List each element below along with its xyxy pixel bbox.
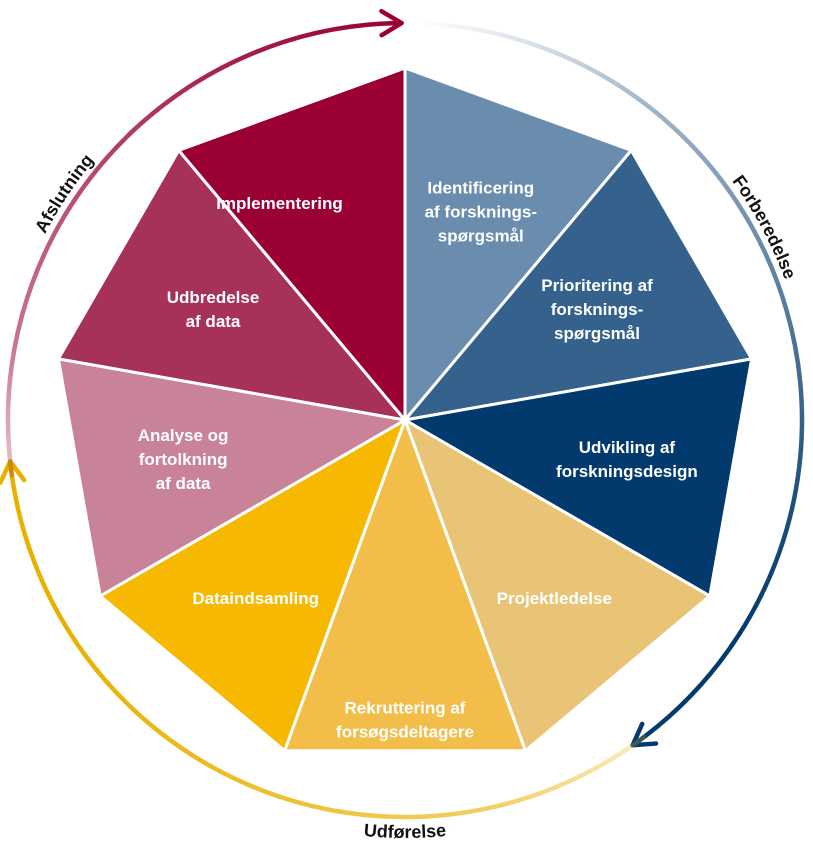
wedge-label-line: af forsknings-	[425, 203, 537, 222]
wedge-label-line: spørgsmål	[438, 227, 524, 246]
phase-arrowhead-2	[379, 8, 404, 38]
phase-arc-2	[5, 20, 404, 478]
wedge-label-2: Udvikling af forskningsdesign	[556, 438, 698, 481]
wedge-label-5: Dataindsamling	[192, 589, 319, 608]
wedge-label-6: Analyse og fortolkning af data	[138, 426, 229, 493]
wedge-label-7: Udbredelse af data	[167, 288, 260, 331]
wedge-label-line: Rekruttering af	[345, 698, 466, 717]
wedge-label-line: forsøgsdeltagere	[336, 722, 474, 741]
phase-arc-group	[0, 8, 805, 820]
wedge-label-line: fortolkning	[139, 450, 228, 469]
wedge-label-line: Projektledelse	[497, 589, 612, 608]
wedge-label-line: forskningsdesign	[556, 462, 698, 481]
wedge-label-line: af data	[156, 474, 211, 493]
wedge-label-line: Identificering	[427, 179, 534, 198]
wedge-label-1: Prioritering af forsknings-spørgsmål	[541, 276, 653, 343]
wedge-label-line: Prioritering af	[541, 276, 653, 295]
phase-arc-1	[7, 459, 647, 820]
wedge-label-line: Udvikling af	[579, 438, 676, 457]
phase-label-text: Udførelse	[363, 820, 447, 842]
wedge-label-4: Rekruttering af forsøgsdeltagere	[336, 698, 474, 741]
phase-label-text: Forberedelse	[729, 171, 801, 281]
wedge-group	[55, 65, 755, 754]
wedge-label-line: spørgsmål	[554, 324, 640, 343]
wedge-label-0: Identificering af forsknings-spørgsmål	[425, 179, 537, 246]
phase-label-2: Afslutning	[31, 150, 97, 236]
wedge-label-line: Udbredelse	[167, 288, 260, 307]
wedge-label-line: forsknings-	[551, 300, 644, 319]
wedge-label-8: Implementering	[216, 194, 343, 213]
wedge-label-line: af data	[186, 312, 241, 331]
phase-label-text: Afslutning	[31, 150, 97, 236]
phase-label-0: Forberedelse	[729, 171, 801, 281]
wedge-label-line: Analyse og	[138, 426, 229, 445]
wedge-label-3: Projektledelse	[497, 589, 612, 608]
wedge-8	[176, 65, 407, 425]
phase-label-1: Udførelse	[363, 820, 447, 842]
wedge-label-line: Implementering	[216, 194, 343, 213]
phase-arc-0	[423, 21, 805, 748]
wedge-label-line: Dataindsamling	[192, 589, 319, 608]
